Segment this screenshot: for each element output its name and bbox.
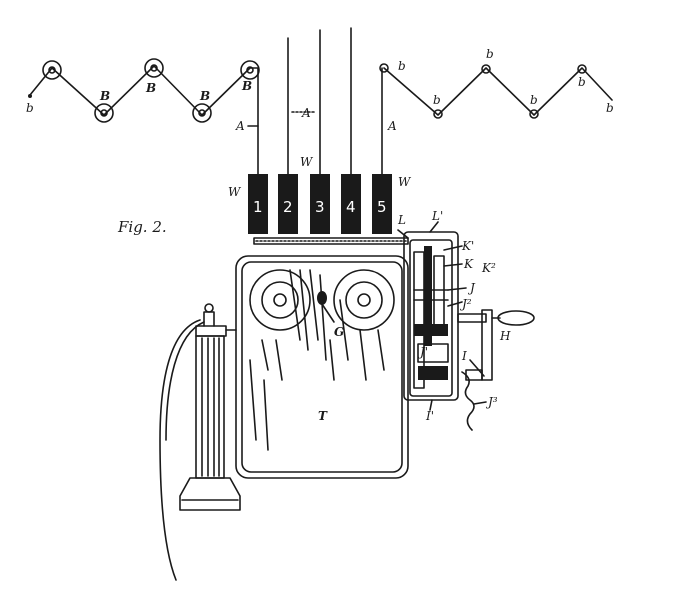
- connecting-bar-L: [253, 237, 409, 245]
- terminal-block-1: [248, 174, 268, 234]
- label-J: J: [467, 281, 476, 295]
- label-b5: b: [578, 75, 586, 89]
- crank-handle-H: [457, 309, 535, 381]
- pulley-right-5: [577, 64, 587, 74]
- bell-clapper-G: [317, 291, 335, 323]
- bell-right: [333, 269, 395, 331]
- label-A-right: A: [387, 119, 397, 133]
- label-b3: b: [486, 47, 494, 61]
- terminal-block-4: [341, 174, 361, 234]
- label-b2: b: [433, 93, 441, 107]
- pulley-right-4: [529, 109, 539, 119]
- label-A-left: A: [235, 119, 245, 133]
- pulley-right-2: [433, 109, 443, 119]
- bell-left: [249, 269, 311, 331]
- pulley-left-5: [240, 60, 260, 80]
- lever-J3: [461, 371, 475, 431]
- label-G: G: [334, 325, 344, 339]
- label-left-end-b: b: [26, 101, 34, 115]
- label-W-right: W: [398, 175, 412, 189]
- pulley-left-3: [144, 58, 164, 78]
- pulley-right-1: [379, 63, 389, 73]
- label-b1: b: [398, 59, 406, 73]
- label-J2: J²: [459, 297, 472, 311]
- terminal-blocks: 1 2 3 4 5: [248, 174, 392, 234]
- pulley-left-1: [42, 60, 62, 80]
- telephone-receiver: [179, 303, 241, 511]
- telephone-box-inner: [241, 261, 403, 473]
- terminal-number-2: 2: [283, 198, 293, 216]
- label-B2: B: [145, 81, 156, 95]
- label-W-left: W: [228, 185, 242, 199]
- generator-mechanism: [413, 246, 449, 389]
- terminal-block-5: [372, 174, 392, 234]
- label-I: I: [461, 349, 467, 363]
- terminal-number-4: 4: [346, 198, 356, 216]
- receiver-cord-inner: [165, 321, 205, 441]
- bar-L-leader: [397, 229, 409, 239]
- label-J3: J³: [485, 395, 498, 409]
- leader-L-prime: [429, 221, 439, 233]
- label-b4: b: [530, 93, 538, 107]
- label-A-mid: A: [301, 106, 311, 120]
- label-K: K: [463, 257, 474, 271]
- label-b6: b: [606, 101, 614, 115]
- label-K2: K²: [481, 261, 496, 275]
- label-L-prime: L': [431, 209, 443, 223]
- left-line-wire: [29, 65, 259, 116]
- right-line-wire: [383, 67, 613, 116]
- leader-K: [443, 263, 463, 267]
- leader-I-prime: [429, 399, 433, 411]
- terminal-number-3: 3: [315, 198, 325, 216]
- terminal-block-2: [278, 174, 298, 234]
- label-B4: B: [241, 79, 252, 93]
- left-end-point: [28, 94, 32, 98]
- label-B3: B: [199, 89, 210, 103]
- label-T: T: [318, 409, 328, 423]
- pulley-left-2: [94, 103, 114, 123]
- leader-J: [447, 287, 467, 291]
- terminal-block-3: [310, 174, 330, 234]
- label-J-prime: J': [417, 345, 428, 359]
- box-shading: [249, 269, 385, 451]
- label-I-prime: I': [425, 409, 434, 423]
- figure-label: Fig. 2.: [117, 218, 167, 236]
- terminal-number-1: 1: [253, 198, 263, 216]
- generator-housing-inner: [409, 239, 453, 397]
- label-L: L: [397, 213, 406, 227]
- receiver-cord: [159, 319, 201, 581]
- leader-J2: [447, 301, 463, 307]
- pulley-right-3: [481, 64, 491, 74]
- label-H: H: [499, 329, 511, 343]
- leader-J3: [473, 401, 487, 405]
- leader-K-prime: [443, 245, 463, 251]
- label-K-prime: K': [461, 239, 474, 253]
- telephone-box-T: [235, 255, 409, 479]
- terminal-number-5: 5: [377, 198, 387, 216]
- pulley-left-4: [192, 103, 212, 123]
- label-W-mid: W: [300, 155, 314, 169]
- label-B1: B: [99, 89, 110, 103]
